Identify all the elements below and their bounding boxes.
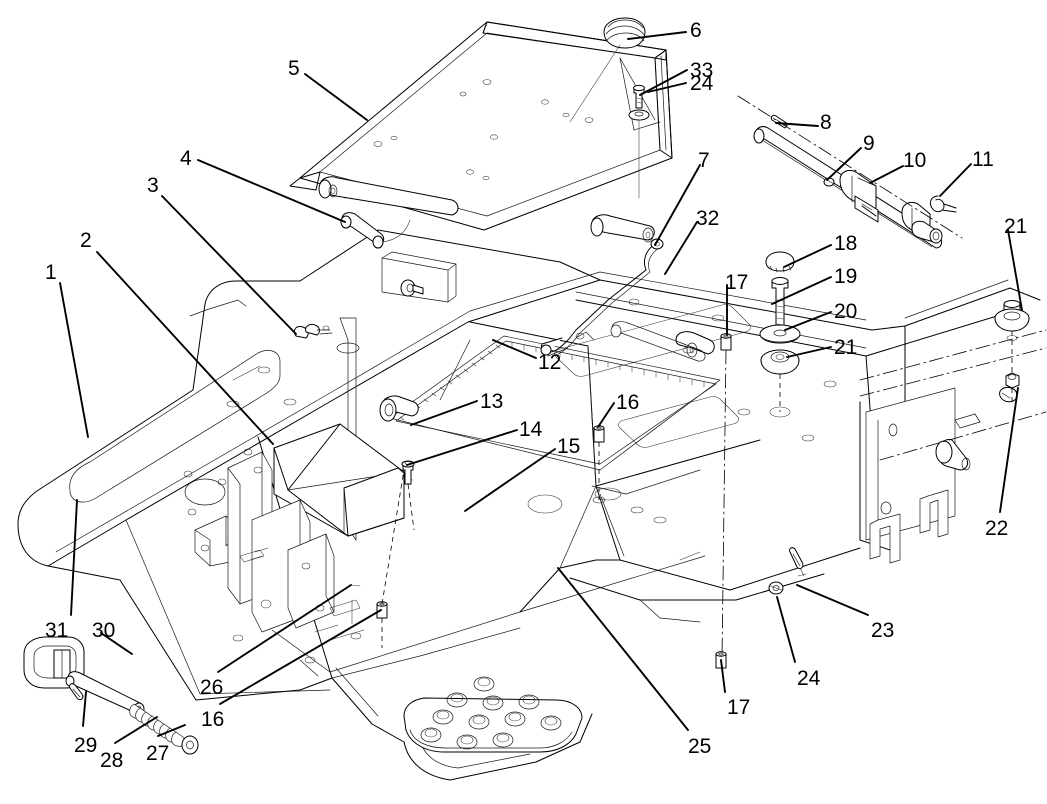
leader-line-15: [464, 448, 556, 512]
leader-line-32: [664, 221, 698, 275]
callout-number-26: 26: [200, 676, 224, 699]
leader-line-7: [654, 164, 701, 246]
callout-number-2: 2: [80, 229, 92, 252]
callout-number-15: 15: [557, 435, 581, 458]
knob-cap-part6: [569, 17, 646, 123]
callout-number-25: 25: [688, 735, 712, 758]
callout-number-21: 21: [834, 336, 858, 359]
callout-number-24: 24: [690, 72, 714, 95]
callout-number-27: 27: [146, 742, 170, 765]
callout-number-16: 16: [616, 391, 640, 414]
leader-line-24b: [776, 596, 796, 663]
callout-number-12: 12: [538, 351, 562, 374]
pivot-shaft-assembly: [737, 95, 963, 249]
leader-line-16b: [219, 609, 382, 705]
leader-line-23: [796, 584, 869, 616]
callout-number-7: 7: [698, 149, 710, 172]
leader-lines: [59, 31, 1023, 744]
leader-line-22: [999, 387, 1019, 513]
leader-line-33: [639, 69, 688, 96]
leader-line-13: [410, 400, 478, 426]
leader-line-9: [826, 147, 862, 181]
callout-number-17: 17: [725, 271, 749, 294]
leader-line-14: [406, 429, 518, 466]
callout-number-9: 9: [863, 132, 875, 155]
callout-number-23: 23: [871, 619, 895, 642]
seat-plate-assembly: [289, 21, 673, 243]
callout-number-20: 20: [834, 300, 858, 323]
callout-number-28: 28: [100, 749, 124, 772]
leader-line-1: [59, 282, 89, 438]
bolt-stack-center: [759, 251, 801, 418]
leader-line-28: [114, 716, 158, 744]
leader-line-10: [869, 165, 904, 184]
grommet-nut-right: [859, 300, 1047, 461]
spacer-parts: [376, 333, 732, 669]
leader-line-20: [784, 311, 832, 331]
latch-rod-part7: [540, 238, 664, 357]
hinge-rod-part4: [340, 212, 411, 249]
callout-number-19: 19: [834, 265, 858, 288]
leader-line-29: [82, 691, 87, 727]
seal-and-channel: [379, 331, 721, 471]
callout-number-5: 5: [288, 57, 300, 80]
callout-number-24b: 24: [797, 667, 821, 690]
callout-number-22: 22: [985, 517, 1009, 540]
leader-line-3: [161, 195, 297, 335]
callout-number-11: 11: [972, 148, 994, 171]
leader-line-30: [100, 632, 133, 655]
internal-brackets: [183, 448, 365, 664]
leader-line-16: [597, 402, 615, 428]
leader-line-4: [197, 159, 346, 223]
callout-number-13: 13: [480, 390, 504, 413]
leader-line-5: [304, 73, 368, 121]
callout-number-8: 8: [820, 111, 832, 134]
leader-line-27: [157, 724, 186, 737]
leader-line-24: [647, 82, 687, 93]
leader-line-25: [557, 567, 689, 731]
callout-number-31: 31: [45, 619, 69, 642]
callout-number-33: 33: [690, 59, 714, 82]
leader-line-19: [771, 276, 832, 305]
callout-number-16b: 16: [201, 708, 225, 731]
callout-number-21b: 21: [1004, 215, 1028, 238]
callout-number-32: 32: [696, 207, 720, 230]
leader-line-11: [939, 163, 972, 197]
leader-line-21b: [1007, 229, 1023, 311]
leader-line-8: [775, 122, 819, 127]
spring-coils: [129, 703, 186, 747]
callout-number-17b: 17: [727, 696, 751, 719]
callout-number-14: 14: [519, 418, 543, 441]
bolt-washer-upper: [628, 84, 650, 199]
callout-number-4: 4: [180, 147, 192, 170]
callout-number-30: 30: [92, 619, 116, 642]
callout-number-10: 10: [903, 149, 927, 172]
console-cover-part2: [273, 423, 413, 537]
latch-clip-part3: [293, 324, 333, 339]
callout-number-6: 6: [690, 19, 702, 42]
callout-number-3: 3: [147, 174, 159, 197]
callout-number-18: 18: [834, 232, 858, 255]
footrest-dimples: [420, 676, 562, 750]
leader-line-6: [627, 31, 687, 40]
leader-line-12: [492, 339, 537, 359]
leader-line-21: [786, 346, 832, 358]
leader-line-18: [783, 244, 832, 268]
callout-number-1: 1: [45, 261, 57, 284]
screw-part23: [768, 547, 807, 595]
leader-line-31: [70, 499, 78, 616]
leader-line-26: [217, 584, 352, 673]
leader-line-2: [96, 251, 274, 445]
leader-line-17b: [720, 659, 726, 693]
callout-number-29: 29: [74, 734, 98, 757]
chassis-body: [17, 229, 1041, 781]
